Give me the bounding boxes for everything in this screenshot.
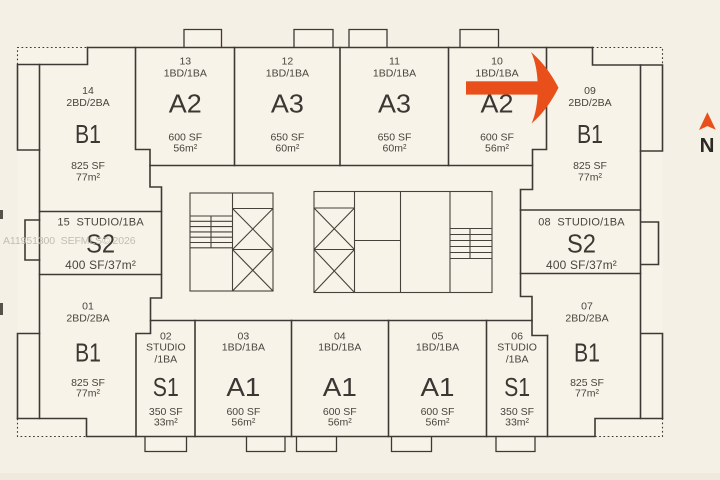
svg-text:56m²: 56m² [231, 416, 255, 428]
svg-text:33m²: 33m² [505, 416, 529, 428]
svg-text:56m²: 56m² [426, 416, 450, 428]
svg-text:/1BA: /1BA [154, 354, 177, 366]
svg-text:60m²: 60m² [383, 142, 407, 154]
svg-text:825 SF: 825 SF [573, 160, 607, 172]
svg-text:03: 03 [238, 330, 250, 342]
svg-text:400 SF/37m²: 400 SF/37m² [65, 258, 136, 272]
svg-text:1BD/1BA: 1BD/1BA [222, 342, 265, 354]
svg-text:33m²: 33m² [154, 416, 178, 428]
svg-text:825 SF: 825 SF [71, 377, 105, 389]
svg-text:S1: S1 [153, 372, 179, 402]
svg-text:S1: S1 [504, 372, 530, 402]
svg-text:1BD/1BA: 1BD/1BA [266, 67, 309, 79]
svg-text:12: 12 [282, 56, 294, 68]
svg-text:A1: A1 [421, 372, 455, 402]
svg-text:350 SF: 350 SF [500, 406, 534, 418]
svg-text:S2: S2 [86, 228, 115, 258]
svg-text:77m²: 77m² [76, 388, 100, 400]
svg-text:650 SF: 650 SF [270, 132, 304, 144]
svg-text:77m²: 77m² [575, 388, 599, 400]
svg-text:1BD/1BA: 1BD/1BA [318, 342, 361, 354]
svg-text:A3: A3 [271, 89, 304, 119]
svg-text:13: 13 [179, 56, 191, 68]
svg-text:60m²: 60m² [275, 142, 299, 154]
svg-text:02: 02 [160, 330, 172, 342]
svg-text:07: 07 [581, 300, 593, 312]
svg-text:77m²: 77m² [578, 172, 602, 184]
svg-text:15 STUDIO/1BA: 15 STUDIO/1BA [57, 216, 144, 228]
svg-text:2BD/2BA: 2BD/2BA [66, 97, 109, 109]
svg-text:A11951300 SEFMLS© 2026: A11951300 SEFMLS© 2026 [3, 235, 136, 247]
svg-text:S2: S2 [567, 228, 596, 258]
svg-text:1BD/1BA: 1BD/1BA [475, 67, 518, 79]
svg-text:56m²: 56m² [328, 416, 352, 428]
svg-text:06: 06 [511, 330, 523, 342]
svg-text:600 SF: 600 SF [480, 132, 514, 144]
svg-text:STUDIO: STUDIO [497, 342, 537, 354]
svg-text:825 SF: 825 SF [71, 160, 105, 172]
svg-text:04: 04 [334, 330, 346, 342]
svg-text:01: 01 [82, 300, 94, 312]
svg-text:1BD/1BA: 1BD/1BA [416, 342, 459, 354]
svg-text:08 STUDIO/1BA: 08 STUDIO/1BA [538, 216, 625, 228]
svg-text:825 SF: 825 SF [570, 377, 604, 389]
svg-text:2BD/2BA: 2BD/2BA [66, 312, 109, 324]
svg-text:05: 05 [432, 330, 444, 342]
svg-text:600 SF: 600 SF [168, 132, 202, 144]
svg-text:600 SF: 600 SF [421, 406, 455, 418]
svg-text:A1: A1 [226, 372, 260, 402]
svg-text:A2: A2 [169, 89, 202, 119]
svg-text:09: 09 [584, 85, 596, 97]
svg-text:A3: A3 [378, 89, 411, 119]
svg-text:56m²: 56m² [485, 142, 509, 154]
svg-text:400 SF/37m²: 400 SF/37m² [546, 258, 617, 272]
svg-text:350 SF: 350 SF [149, 406, 183, 418]
svg-text:A1: A1 [323, 372, 357, 402]
svg-text:2BD/2BA: 2BD/2BA [565, 312, 608, 324]
svg-text:14: 14 [82, 85, 94, 97]
svg-text:77m²: 77m² [76, 172, 100, 184]
svg-text:650 SF: 650 SF [378, 132, 412, 144]
svg-text:B1: B1 [75, 338, 101, 368]
svg-text:56m²: 56m² [173, 142, 197, 154]
svg-text:2BD/2BA: 2BD/2BA [568, 97, 611, 109]
svg-text:1BD/1BA: 1BD/1BA [164, 67, 207, 79]
svg-text:N: N [700, 134, 715, 157]
svg-text:STUDIO: STUDIO [146, 342, 186, 354]
svg-text:B1: B1 [75, 119, 101, 149]
svg-text:11: 11 [389, 56, 400, 68]
svg-text:600 SF: 600 SF [226, 406, 260, 418]
svg-text:/1BA: /1BA [506, 354, 529, 366]
svg-text:600 SF: 600 SF [323, 406, 357, 418]
svg-text:10: 10 [491, 56, 503, 68]
svg-text:B1: B1 [574, 338, 600, 368]
svg-text:1BD/1BA: 1BD/1BA [373, 67, 416, 79]
svg-text:B1: B1 [577, 119, 603, 149]
